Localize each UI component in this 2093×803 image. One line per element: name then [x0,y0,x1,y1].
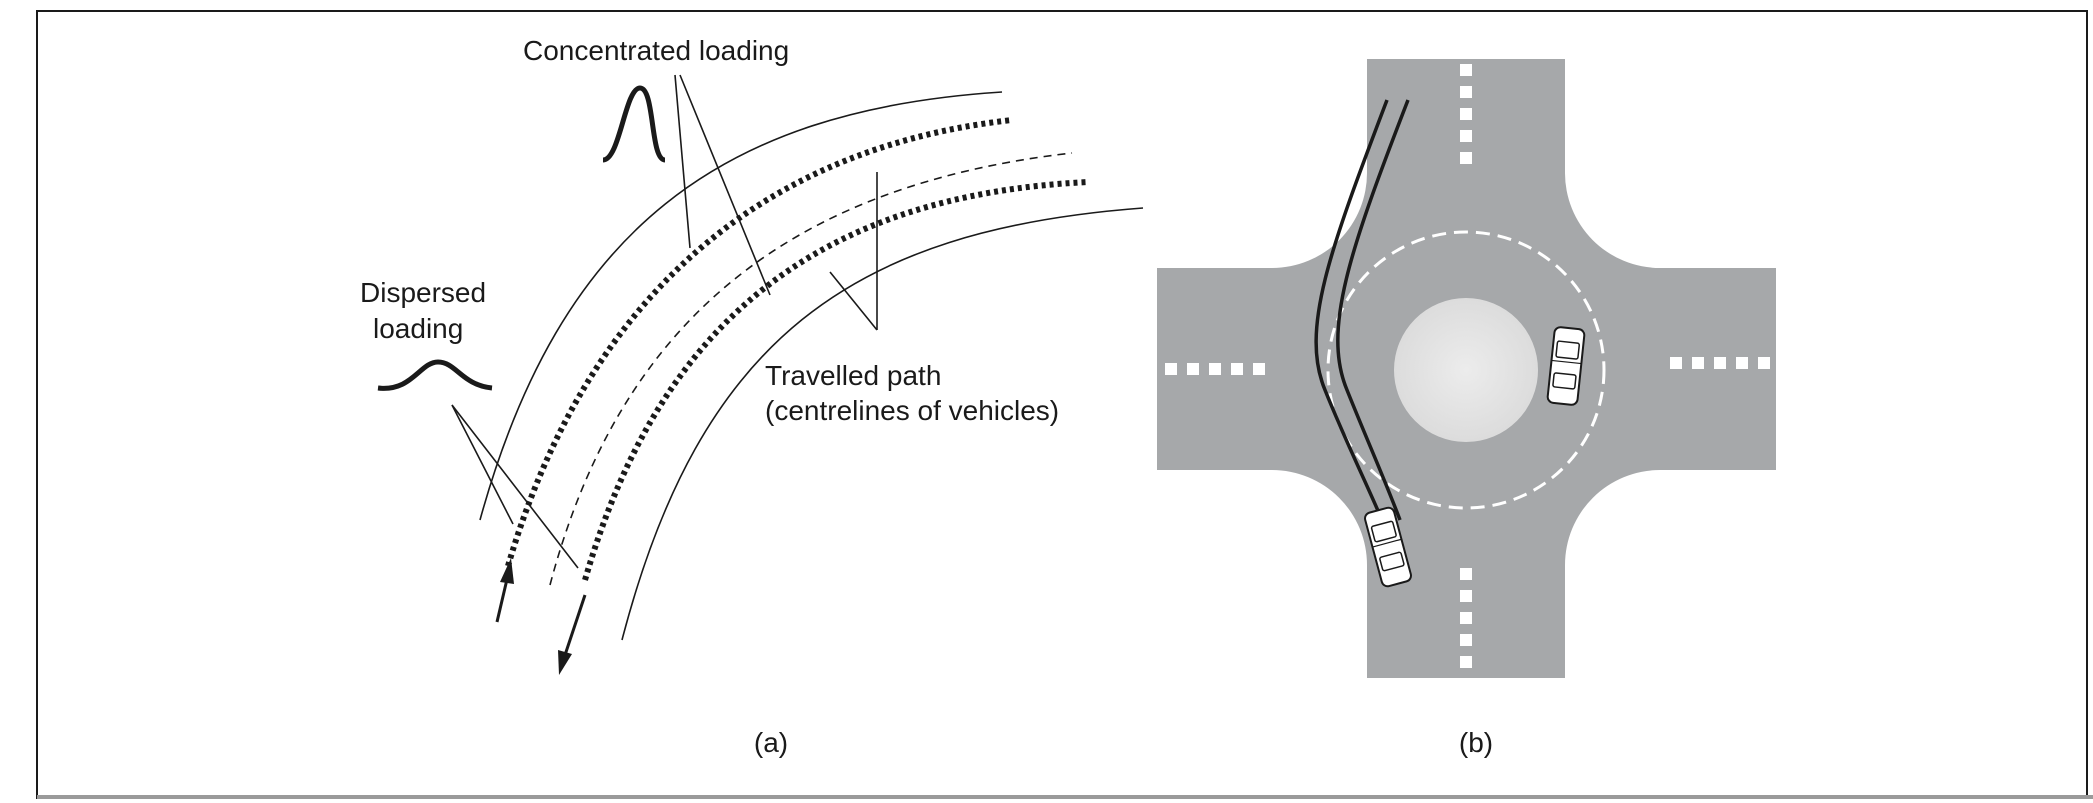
caption-a: (a) [754,727,788,758]
approach-markings [1165,64,1770,668]
panel-a: Concentrated loading Dispersed loading T… [360,35,1144,758]
leader-dispersed-2 [451,404,579,569]
leader-concentrated-1 [674,74,691,249]
arrow-up-icon [495,558,514,623]
label-travelled-line2: (centrelines of vehicles) [765,395,1059,426]
label-dispersed-line1: Dispersed [360,277,486,308]
vehicle-path-left-icon [1314,99,1389,521]
panel-b: (b) [1157,59,1776,758]
label-dispersed-line2: loading [373,313,463,344]
dispersed-bump-icon [377,359,493,391]
vehicle-path-right-icon [1336,99,1410,521]
car-entry-icon [1364,506,1412,588]
central-island [1394,298,1538,442]
concentrated-peak-icon [602,85,667,163]
arrow-down-icon [558,594,587,675]
label-travelled-line1: Travelled path [765,360,941,391]
leader-travelled-2 [829,271,878,331]
car-circulating-icon [1546,326,1586,406]
figure-border [36,10,2088,799]
road-edge-left [479,91,1003,521]
travelled-path-left [505,117,1013,567]
travelled-path-right [582,179,1089,581]
road-edge-right [621,207,1144,641]
label-concentrated-loading: Concentrated loading [523,35,789,66]
leader-concentrated-2 [679,74,771,296]
leader-dispersed-1 [451,404,514,525]
caption-b: (b) [1459,727,1493,758]
circulating-lane-marking [1326,230,1606,510]
